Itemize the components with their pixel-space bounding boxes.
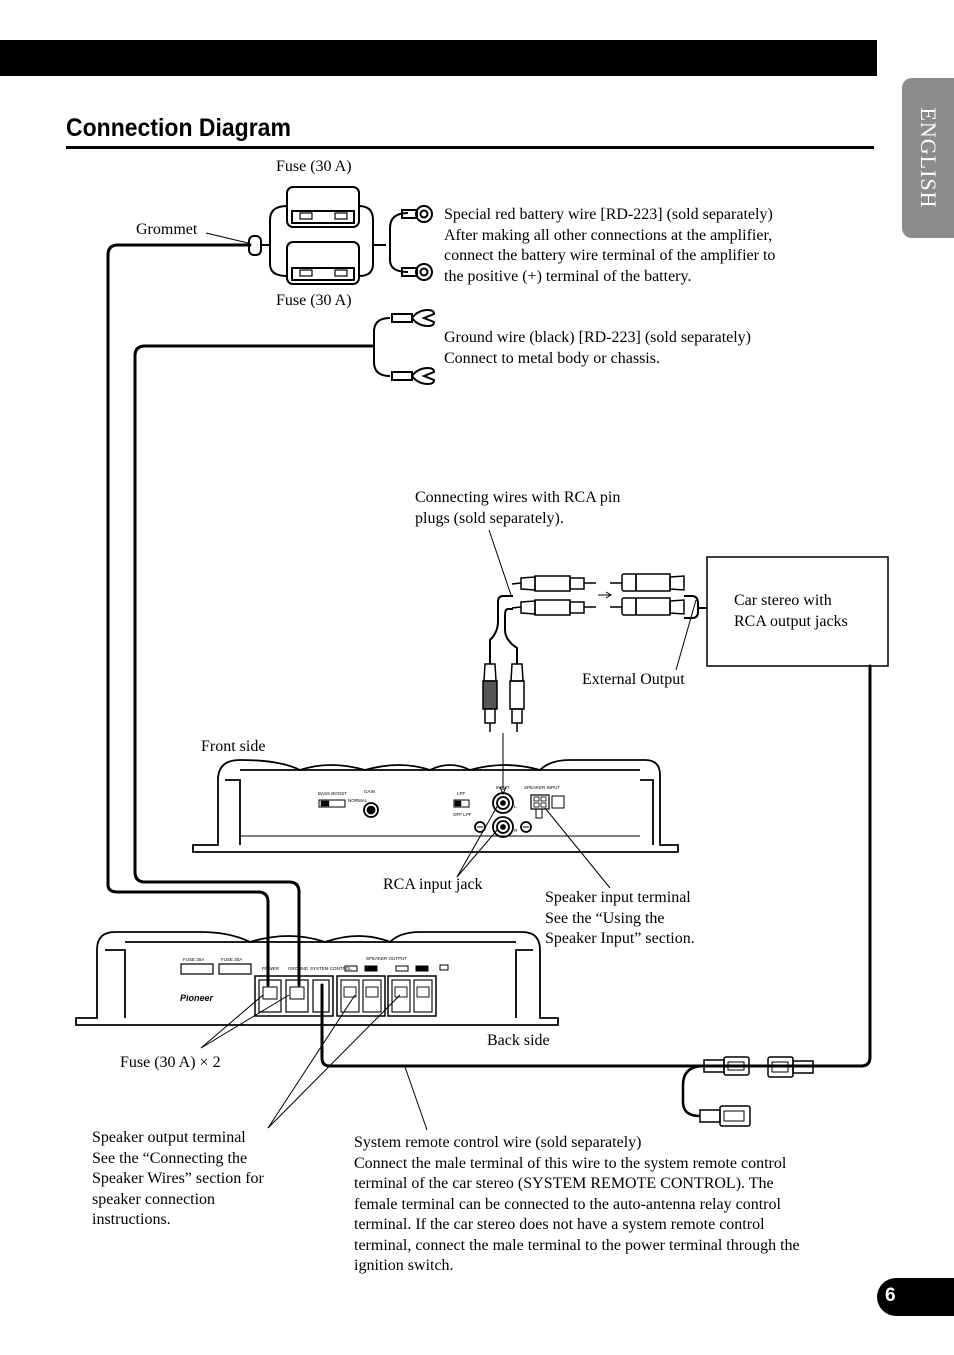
fuse-bottom-label: Fuse (30 A) <box>276 292 352 309</box>
amplifier-front-view <box>192 759 679 853</box>
battery-wire-line-3: connect the battery wire terminal of the… <box>444 247 776 264</box>
back-side-label: Back side <box>487 1032 550 1049</box>
speaker-input-label: Speaker input terminal See the “Using th… <box>545 888 695 950</box>
back-brand-logo: Pioneer <box>180 993 214 1003</box>
front-bass-boost-label: BASS BOOST <box>318 791 347 796</box>
front-speaker-input-label: SPEAKER INPUT <box>524 785 560 790</box>
title-divider <box>66 146 874 149</box>
rca-wires-line-1: Connecting wires with RCA pin <box>415 489 621 506</box>
battery-wire-line-4: the positive (+) terminal of the battery… <box>444 267 692 285</box>
front-input-label: INPUT <box>496 785 510 790</box>
fuse-top-label: Fuse (30 A) <box>276 158 352 175</box>
ground-wire-line-2: Connect to metal body or chassis. <box>444 349 660 367</box>
grommet-label: Grommet <box>136 221 198 238</box>
remote-wire-line-2: Connect the male terminal of this wire t… <box>354 1154 787 1172</box>
page-number: 6 <box>885 1285 896 1306</box>
language-tab: ENGLISH <box>902 78 954 238</box>
car-stereo-line-2: RCA output jacks <box>734 612 848 630</box>
amplifier-back-view <box>75 931 559 1026</box>
battery-ring-terminal-top <box>401 205 433 223</box>
fuse-holder-bottom <box>286 241 360 285</box>
ground-wire <box>133 344 374 987</box>
header-bar <box>0 40 877 76</box>
ground-spade-terminal-bottom <box>391 366 436 386</box>
remote-wire-line-7: ignition switch. <box>354 1257 454 1274</box>
car-stereo-box <box>706 556 889 667</box>
fuse-holder-top <box>286 186 360 228</box>
ground-wire-description: Ground wire (black) [RD-223] (sold separ… <box>444 328 751 369</box>
speaker-output-line-3: Speaker Wires” section for <box>92 1170 264 1187</box>
car-stereo-line-1: Car stereo with <box>734 592 832 609</box>
remote-wire-line-4: female terminal can be connected to the … <box>354 1195 781 1213</box>
remote-wire <box>320 664 872 1068</box>
ground-wire-line-1: Ground wire (black) [RD-223] (sold separ… <box>444 329 752 346</box>
remote-branch-terminal <box>699 1105 751 1127</box>
front-gain-label: GAIN <box>364 789 375 794</box>
back-ground-label: GROUND <box>288 966 309 971</box>
car-stereo-label: Car stereo with RCA output jacks <box>734 591 848 632</box>
speaker-input-line-3: Speaker Input” section. <box>545 930 695 947</box>
battery-wire-line-1: Special red battery wire [RD-223] (sold … <box>444 206 773 223</box>
battery-wire-description: Special red battery wire [RD-223] (sold … <box>444 205 775 287</box>
speaker-output-line-1: Speaker output terminal <box>92 1129 246 1146</box>
speaker-output-line-4: speaker connection <box>92 1190 216 1208</box>
front-side-label: Front side <box>201 738 266 755</box>
rca-wires-label: Connecting wires with RCA pin plugs (sol… <box>415 488 620 529</box>
rca-input-jack-label: RCA input jack <box>383 876 483 893</box>
page-title: Connection Diagram <box>66 114 291 142</box>
ground-spade-terminal-top <box>391 308 436 328</box>
power-wire <box>106 243 270 987</box>
back-fuse-label-2: FUSE 30A <box>221 957 242 962</box>
speaker-output-label: Speaker output terminal See the “Connect… <box>92 1128 264 1231</box>
battery-wire-line-2: After making all other connections at th… <box>444 226 773 244</box>
rca-plug-pair-cable-end <box>511 575 596 616</box>
remote-wire-line-5: terminal. If the car stereo does not hav… <box>354 1216 765 1233</box>
remote-wire-description: System remote control wire (sold separat… <box>354 1133 800 1277</box>
back-fuse-label-1: FUSE 30A <box>183 957 204 962</box>
remote-female-terminal <box>767 1056 820 1078</box>
back-power-label: POWER <box>262 966 280 971</box>
rca-wires-line-2: plugs (sold separately). <box>415 509 564 527</box>
speaker-input-line-1: Speaker input terminal <box>545 889 691 906</box>
front-l-label: L <box>514 804 517 809</box>
back-system-control-label: SYSTEM CONTROL <box>310 966 352 971</box>
front-normal-label: NORMAL <box>348 798 368 803</box>
page-number-badge: 6 <box>877 1278 954 1316</box>
remote-wire-line-3: terminal of the car stereo (SYSTEM REMOT… <box>354 1175 774 1192</box>
back-speaker-output-label: SPEAKER OUTPUT <box>366 956 407 961</box>
rca-plug-right-vertical <box>509 663 525 732</box>
speaker-input-line-2: See the “Using the <box>545 909 665 927</box>
external-output-label: External Output <box>582 671 685 688</box>
front-off-lpf-label: OFF LPF <box>453 812 472 817</box>
grommet <box>248 235 262 256</box>
front-r-label: R <box>514 828 518 833</box>
remote-wire-line-6: terminal, connect the male terminal to t… <box>354 1236 800 1254</box>
battery-ring-terminal-bottom <box>401 263 433 281</box>
rca-plug-left-vertical <box>482 663 498 732</box>
front-lpf-label: LPF <box>457 791 466 796</box>
speaker-output-line-2: See the “Connecting the <box>92 1149 248 1167</box>
rca-plug-pair-stereo-end <box>610 573 685 616</box>
speaker-output-line-5: instructions. <box>92 1211 171 1228</box>
remote-wire-line-1: System remote control wire (sold separat… <box>354 1134 642 1151</box>
fuse-x2-label: Fuse (30 A) × 2 <box>120 1054 221 1071</box>
